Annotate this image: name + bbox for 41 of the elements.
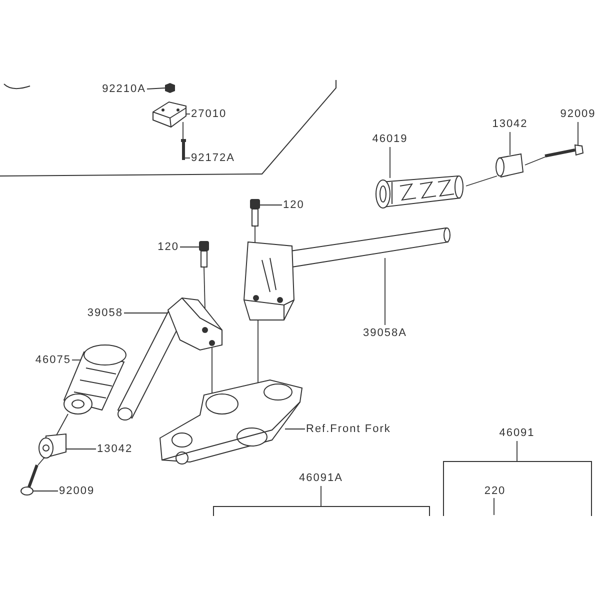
switch-housing-drawing [151, 100, 188, 130]
callout-number: 46019 [372, 132, 408, 146]
callout-number: 92210A [102, 82, 146, 96]
callout-number: 46091 [499, 426, 535, 440]
callout-number: 46075 [35, 353, 71, 367]
leader-line [260, 204, 282, 206]
leader-line [516, 440, 518, 462]
callout-number: 120 [283, 198, 304, 212]
callout-number: 92009 [59, 484, 95, 498]
callout-number: 46091A [299, 471, 343, 485]
leader-line [320, 486, 322, 506]
leader-line [32, 490, 58, 492]
leader-line [384, 258, 386, 326]
callout-number: 13042 [97, 442, 133, 456]
leader-line [284, 428, 306, 430]
group-bracket [443, 461, 592, 516]
assembly-line [182, 122, 184, 140]
assembly-line [38, 458, 44, 466]
assembly-line [254, 226, 256, 244]
bolt-drawing [197, 240, 211, 269]
callout-number: 120 [158, 240, 179, 254]
leader-line [66, 448, 96, 450]
screw-drawing [180, 138, 187, 162]
callout-number: 39058A [363, 326, 407, 340]
reference-note: Ref.Front Fork [306, 422, 391, 436]
callout-number: 39058 [87, 306, 123, 320]
assembly-line [466, 176, 498, 186]
callout-number: 92009 [560, 107, 596, 121]
assembly-line [56, 414, 68, 436]
callout-number: 92172A [191, 151, 235, 165]
assembly-line [524, 156, 546, 166]
leader-line [146, 88, 166, 90]
nut-drawing [163, 82, 177, 95]
group-bracket [213, 506, 430, 516]
screw-drawing [18, 462, 40, 498]
callout-number: 27010 [191, 107, 227, 121]
leader-line [180, 246, 200, 248]
bolt-drawing [248, 198, 262, 228]
callout-number: 13042 [492, 117, 528, 131]
callout-number: 220 [484, 484, 506, 498]
collar-drawing [494, 151, 526, 180]
